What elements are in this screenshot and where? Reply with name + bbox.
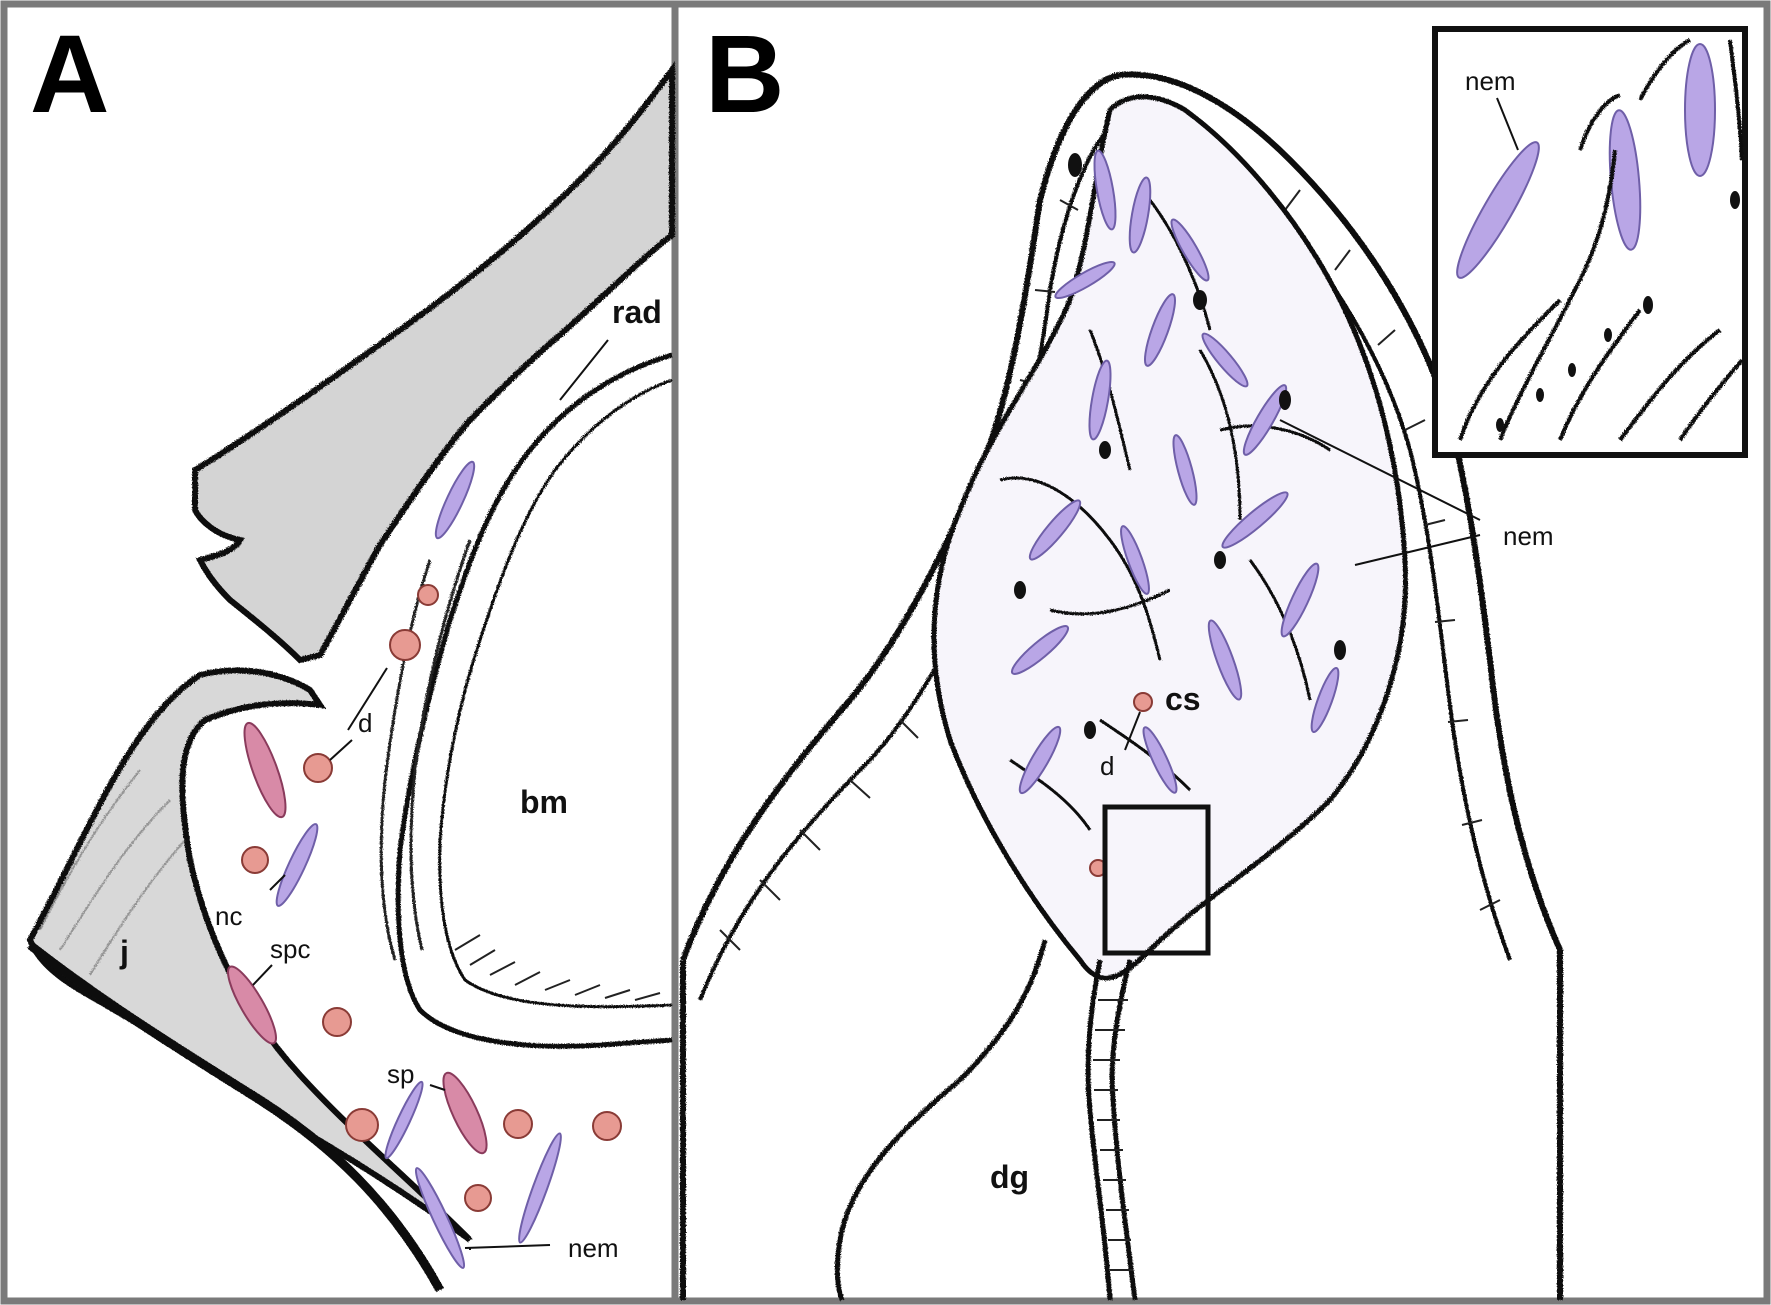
spermatophores-a [227, 721, 488, 1155]
label-nc: nc [215, 901, 242, 931]
nematocyst [1018, 725, 1062, 795]
nuclei-b [1014, 153, 1346, 739]
inset-panel: nem [1432, 26, 1748, 458]
label-rad: rad [612, 294, 662, 330]
label-bm: bm [520, 784, 568, 820]
rad-pointer [559, 339, 609, 401]
droplet [389, 629, 421, 661]
nematocyst [1172, 434, 1198, 506]
inset-nematocyst [1456, 141, 1540, 279]
nematocysts-b [1010, 149, 1340, 795]
inset-label-nem: nem [1465, 66, 1516, 96]
nematocyst [1170, 218, 1210, 282]
nematocyst [1054, 260, 1116, 300]
nematocyst [434, 460, 476, 540]
label-nem: nem [568, 1233, 619, 1263]
droplet [322, 1007, 352, 1037]
nematocyst [1143, 293, 1177, 367]
label-sp: sp [387, 1059, 414, 1089]
nematocyst [1142, 726, 1178, 794]
droplet [303, 753, 333, 783]
inset-nem-leader [1496, 97, 1519, 151]
nematocyst [275, 823, 319, 907]
radula-tissue-inner [438, 378, 673, 1009]
inset-nematocyst [1684, 43, 1716, 177]
upper-jaw-block [192, 60, 675, 664]
nematocyst [1093, 149, 1117, 231]
nematocyst [1242, 384, 1288, 456]
nematocyst [1280, 562, 1320, 638]
inset-nuclei [1496, 191, 1740, 432]
droplet [592, 1111, 622, 1141]
label-spc: spc [270, 934, 310, 964]
nematocyst [1201, 332, 1249, 388]
droplet [345, 1108, 379, 1142]
spermatophore [227, 965, 277, 1045]
label-d: d [358, 708, 372, 738]
nematocyst [384, 1080, 424, 1160]
nematocyst [1028, 499, 1082, 561]
cavity-strands [379, 539, 472, 961]
spermatophore [442, 1071, 488, 1155]
label-nem-b: nem [1503, 521, 1554, 551]
nematocyst [518, 1132, 562, 1244]
droplet [417, 584, 439, 606]
nematocyst [414, 1167, 466, 1269]
digestive-gland-sack [931, 94, 1409, 981]
ceras-stalk [834, 939, 1138, 1301]
droplets-a [241, 584, 622, 1212]
droplet [503, 1109, 533, 1139]
ceras-stalk-cells [1093, 999, 1133, 1271]
nematocyst [1207, 619, 1243, 701]
jaw-inner-edge [27, 941, 444, 1293]
nematocyst [1310, 666, 1340, 734]
panel-b-frame [671, 0, 1771, 1305]
droplet [464, 1184, 492, 1212]
radula-tissue-cells [454, 934, 661, 1001]
panel-b: nem B cs d dg nem [680, 13, 1748, 1301]
inset-cell-walls [1458, 38, 1744, 442]
ceras-outer-wall [680, 71, 1563, 1300]
jaw-hatching [39, 769, 186, 976]
nematocysts-a [275, 460, 562, 1269]
label-cs: cs [1165, 681, 1201, 717]
panel-a: A rad bm j d nc spc sp nem [26, 13, 675, 1293]
leaders-a [252, 667, 551, 1250]
nematocyst [1088, 359, 1112, 441]
spermatophore [243, 721, 287, 819]
label-dg: dg [990, 1159, 1029, 1195]
label-j: j [119, 934, 129, 970]
droplet [241, 846, 269, 874]
nematocyst [1120, 525, 1150, 595]
label-d-b: d [1100, 751, 1114, 781]
droplet-b [1133, 692, 1153, 712]
inset-locator-box [1102, 804, 1211, 956]
nematocyst [1128, 176, 1152, 254]
nematocyst [1010, 625, 1070, 675]
panel-a-letter: A [30, 13, 109, 136]
leaders-b [1124, 419, 1481, 751]
panel-b-letter: B [705, 13, 784, 136]
nematocyst [1221, 491, 1289, 549]
